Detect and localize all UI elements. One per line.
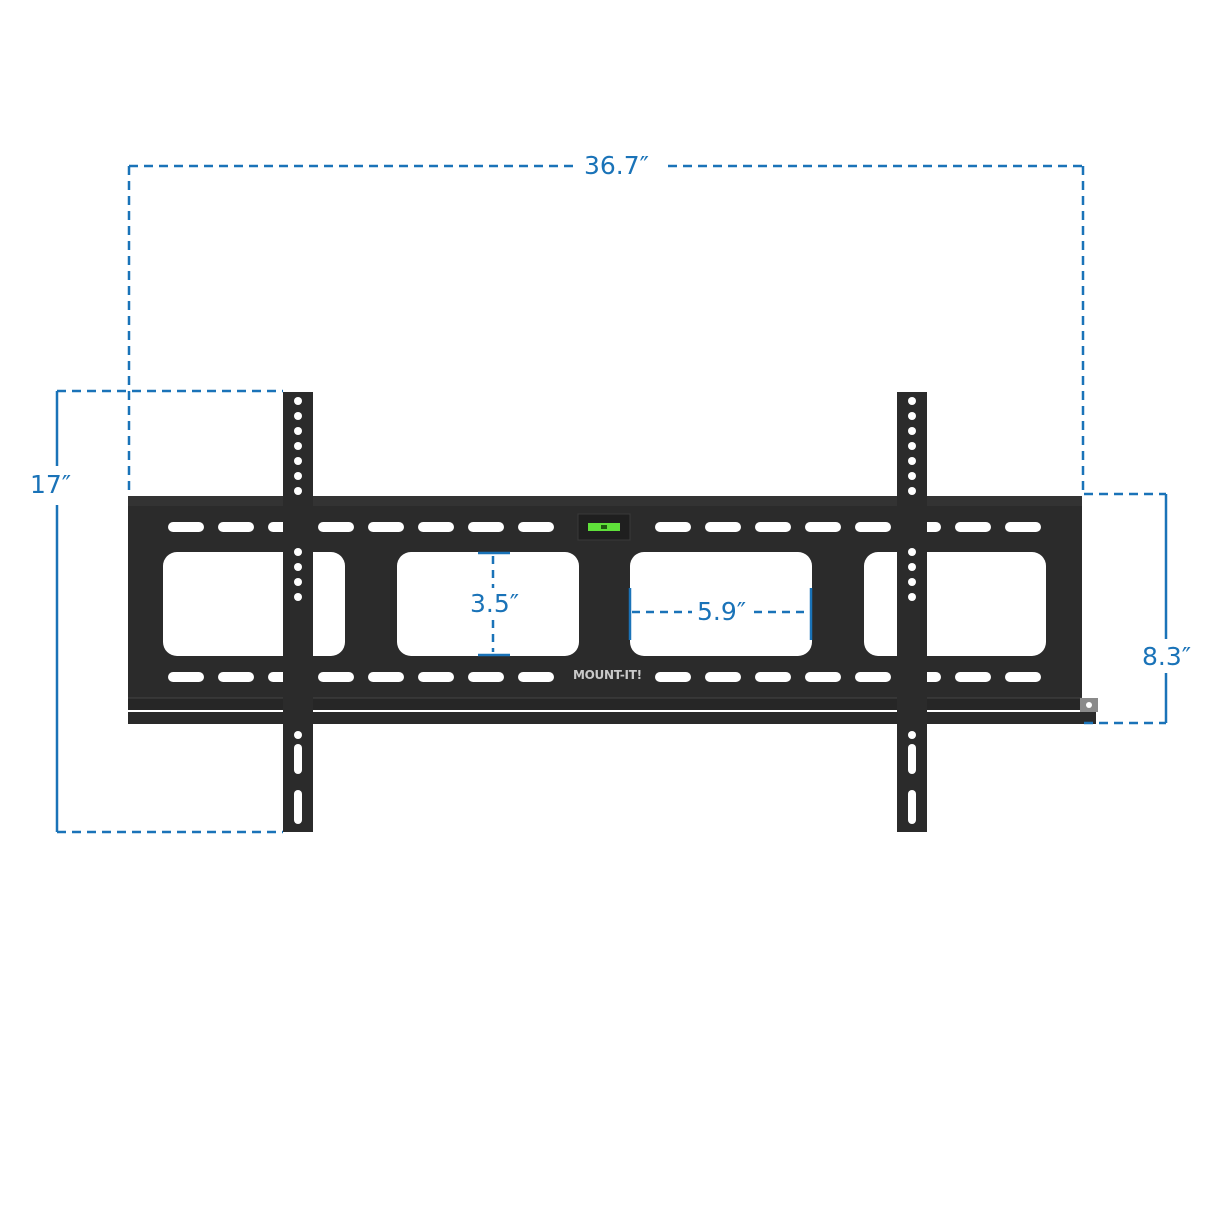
opening-height-label: 3.5″ (468, 589, 522, 618)
overall-width-label: 36.7″ (582, 151, 652, 180)
bottom-slots (168, 672, 1041, 682)
dimension-lines (55, 164, 1168, 834)
right-arm (897, 392, 927, 832)
plate-height-label: 8.3″ (1140, 642, 1194, 671)
left-arm (283, 392, 313, 832)
wall-plate (128, 496, 1098, 724)
level-bubble-icon (577, 513, 631, 541)
brand-logo: MOUNT-IT! (573, 668, 642, 682)
opening-width-label: 5.9″ (695, 597, 749, 626)
overall-height-label: 17″ (28, 470, 74, 499)
top-slots (168, 522, 1041, 532)
